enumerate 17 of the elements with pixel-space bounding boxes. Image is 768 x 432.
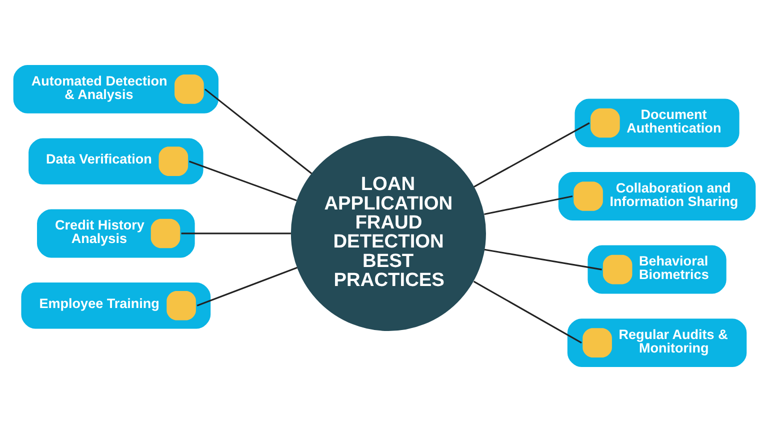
connector [484, 196, 572, 215]
connector [484, 248, 602, 270]
connector [196, 266, 297, 306]
node-box: Automated Detection & Analysis [12, 64, 218, 114]
node-box: Document Authentication [574, 98, 739, 148]
connector [204, 88, 312, 174]
node-box: Collaboration and Information Sharing [558, 172, 756, 220]
connector [473, 122, 590, 188]
node-circle: LOAN APPLICATION FRAUD DETECTION BEST PRACTICES [290, 136, 486, 332]
node-box: Behavioral Biometrics [587, 245, 726, 294]
node-box: Regular Audits & Monitoring [566, 318, 746, 368]
connector [180, 232, 290, 234]
connector [188, 160, 296, 202]
connector [472, 280, 582, 344]
node-box: Data Verification [28, 138, 203, 184]
node-box: Employee Training [20, 282, 210, 329]
node-box: Credit History Analysis [36, 209, 194, 258]
